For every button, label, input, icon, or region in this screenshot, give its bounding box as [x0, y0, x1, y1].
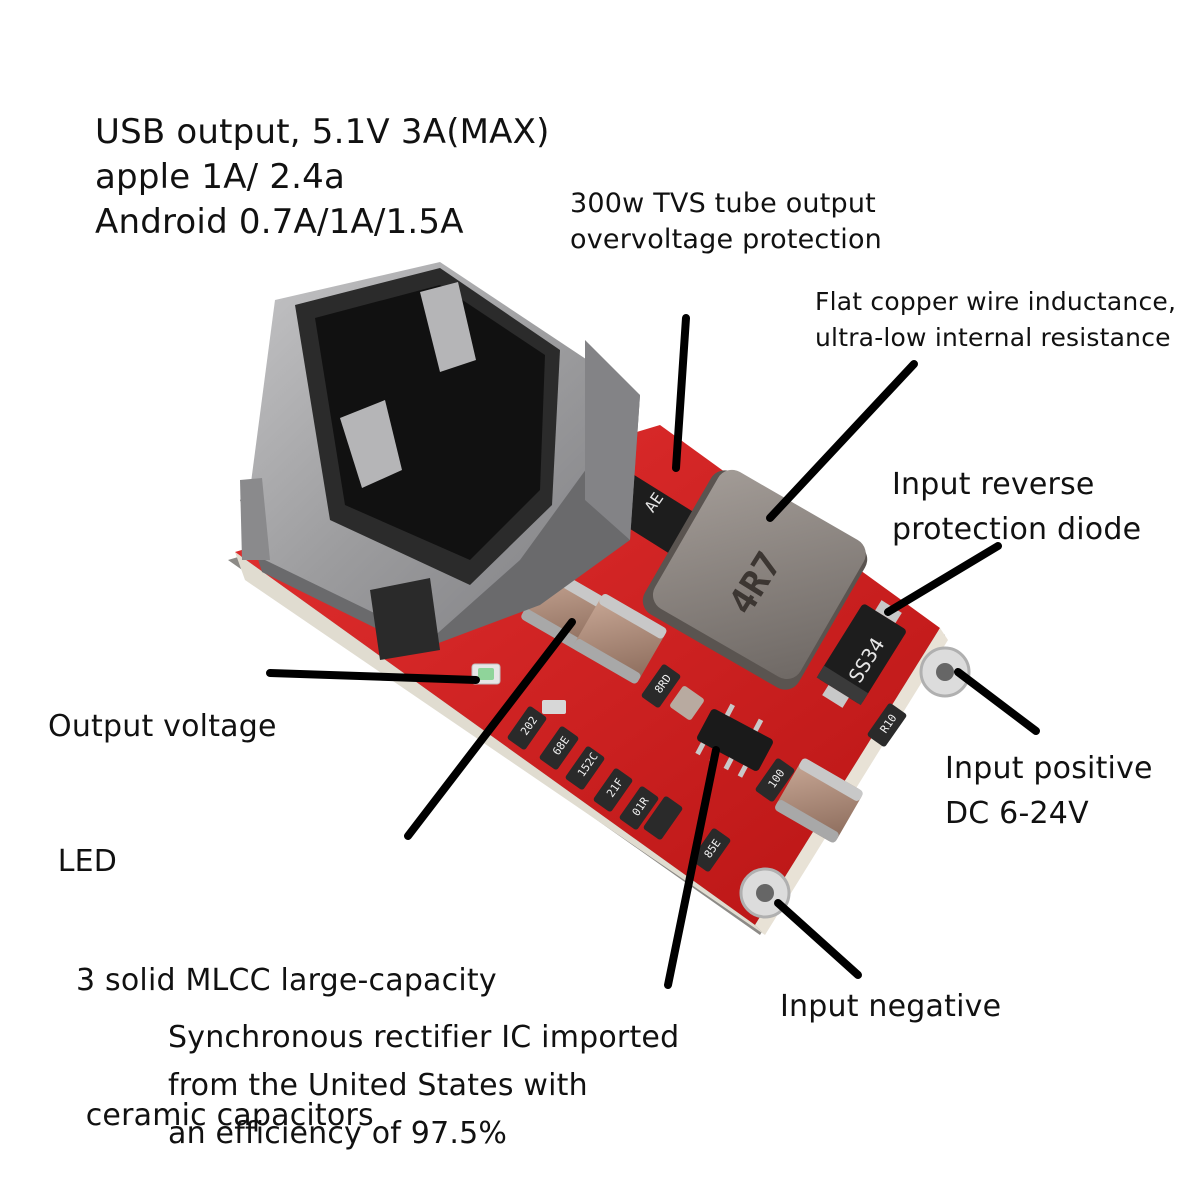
callout-line: Input negative [780, 989, 1002, 1024]
smd-components [507, 664, 907, 872]
input-positive-pad [919, 646, 971, 698]
leader-line-inductor [766, 360, 918, 522]
leader-line-rectifier [664, 746, 720, 989]
callout-output-led: Output voltage LED [48, 614, 277, 929]
callout-input-negative: Input negative [780, 988, 1001, 1026]
leader-lines [266, 314, 1040, 989]
leader-line-input-positive [954, 668, 1040, 735]
callout-line: 300w TVS tube output [570, 188, 876, 219]
callout-line: ceramic capacitors [76, 1098, 374, 1133]
callout-rectifier-ic: Synchronous rectifier IC imported from t… [168, 1014, 679, 1158]
callout-line: Android 0.7A/1A/1.5A [95, 202, 464, 242]
callout-line: 3 solid MLCC large-capacity [76, 963, 497, 998]
callout-line: DC 6-24V [945, 796, 1089, 831]
leader-line-mlcc [404, 618, 576, 840]
callout-tvs-tube: 300w TVS tube output overvoltage protect… [570, 186, 882, 258]
leader-line-tvs [672, 314, 690, 472]
inductor: 4R7 [642, 469, 868, 690]
leader-line-diode [884, 542, 1002, 616]
callout-line: protection diode [892, 512, 1142, 547]
callout-line: Synchronous rectifier IC imported [168, 1020, 680, 1055]
callout-line: from the United States with [168, 1068, 588, 1103]
callout-line: Input positive [945, 751, 1153, 786]
callout-inductance: Flat copper wire inductance, ultra-low i… [815, 284, 1176, 356]
callout-line: apple 1A/ 2.4a [95, 157, 346, 197]
callout-usb-output: USB output, 5.1V 3A(MAX) apple 1A/ 2.4a … [95, 110, 550, 245]
callout-line: overvoltage protection [570, 224, 882, 255]
callout-input-positive: Input positive DC 6-24V [945, 746, 1153, 836]
callout-line: Input reverse [892, 467, 1095, 502]
callout-line: ultra-low internal resistance [815, 323, 1171, 352]
callout-reverse-diode: Input reverse protection diode [892, 462, 1141, 552]
callout-line: an efficiency of 97.5% [168, 1116, 508, 1151]
callout-line: Output voltage [48, 709, 277, 744]
leader-line-input-negative [774, 899, 862, 979]
callout-line: USB output, 5.1V 3A(MAX) [95, 112, 550, 152]
callout-line: Flat copper wire inductance, [815, 287, 1177, 316]
callout-line: LED [48, 844, 118, 879]
usb-connector [240, 262, 640, 660]
callout-mlcc: 3 solid MLCC large-capacity ceramic capa… [76, 868, 497, 1183]
leader-line-led [266, 669, 480, 684]
mlcc-capacitors [521, 567, 863, 843]
